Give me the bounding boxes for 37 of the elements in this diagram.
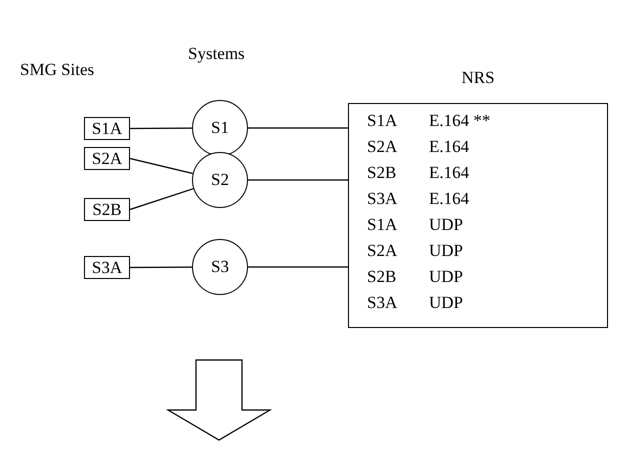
table-entry: UDP	[429, 293, 464, 314]
table-entry: E.164	[429, 163, 470, 184]
connector-line	[248, 179, 348, 181]
site-box	[84, 147, 130, 170]
node-label: S2B	[92, 200, 122, 220]
connector-line	[130, 188, 194, 210]
table-entry: S2B	[367, 163, 398, 184]
table-entry: UDP	[429, 215, 464, 236]
table-entry: UDP	[429, 267, 464, 288]
node-label: S1	[211, 118, 229, 138]
connector-line	[130, 128, 192, 130]
table-entry: S2A	[367, 241, 398, 262]
node-label: S3A	[92, 258, 122, 278]
table-entry: S2A	[367, 137, 398, 158]
node-label: S1A	[92, 118, 122, 138]
table-entry: UDP	[429, 241, 464, 262]
column-heading: SMG Sites	[20, 60, 94, 80]
table-entry: S1A	[367, 215, 398, 236]
table-entry: E.164	[429, 137, 470, 158]
connector-line	[130, 266, 192, 268]
table-heading: NRS	[460, 68, 496, 88]
connector-line	[248, 266, 348, 268]
table-entry: S2B	[367, 267, 398, 288]
node-label: S2A	[92, 148, 122, 168]
column-heading: Systems	[188, 44, 245, 64]
table-entry: S1A	[367, 111, 398, 132]
table-entry: E.164 **	[429, 111, 490, 132]
node-label: S3	[211, 257, 229, 277]
node-label: S2	[211, 170, 229, 190]
connector-line	[130, 158, 193, 174]
site-box	[84, 198, 130, 221]
connector-line	[248, 127, 348, 129]
site-box	[84, 256, 130, 279]
table-entry: S3A	[367, 293, 398, 314]
table-entry: S3A	[367, 189, 398, 210]
table-entry: E.164	[429, 189, 470, 210]
site-box	[84, 117, 130, 140]
